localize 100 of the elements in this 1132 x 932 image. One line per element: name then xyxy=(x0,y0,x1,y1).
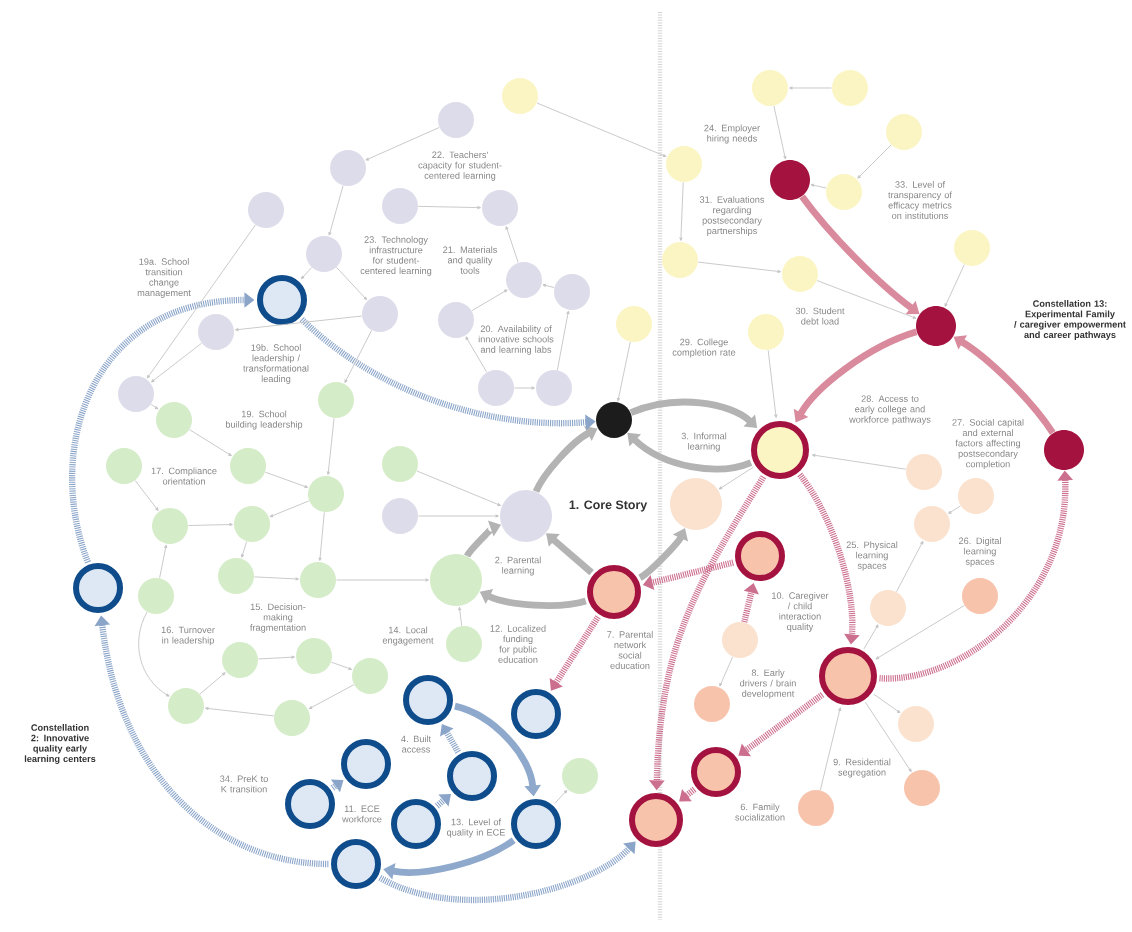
arrow xyxy=(465,336,488,373)
arrow xyxy=(146,224,256,379)
arrow xyxy=(536,102,667,157)
circle-node xyxy=(662,242,698,278)
arrow xyxy=(159,544,168,579)
arrow xyxy=(330,661,353,671)
arrow xyxy=(718,466,754,490)
circle-node xyxy=(666,146,702,182)
arrow xyxy=(134,480,159,511)
arrow xyxy=(767,349,778,418)
arrow xyxy=(873,693,901,714)
thick-arrow xyxy=(799,194,920,315)
arrow xyxy=(344,329,373,384)
ring-node xyxy=(587,565,641,619)
circle-node xyxy=(218,558,254,594)
arrow xyxy=(257,655,295,660)
thick-arrow xyxy=(546,533,594,576)
ring-node xyxy=(511,799,561,849)
circle-node xyxy=(906,454,942,490)
thick-arrow xyxy=(627,432,753,473)
hatched-arrow xyxy=(679,786,697,802)
circle-node xyxy=(500,490,552,542)
circle-node xyxy=(198,314,234,350)
circle-node xyxy=(430,554,482,606)
circle-node xyxy=(916,306,956,346)
hatched-arrow xyxy=(434,794,451,809)
ring-node xyxy=(751,421,809,479)
arrow xyxy=(300,267,313,280)
circle-node xyxy=(274,700,310,736)
circle-node xyxy=(234,506,270,542)
arrow xyxy=(944,264,965,307)
arrow xyxy=(253,576,299,581)
circle-node xyxy=(562,758,598,794)
circle-node xyxy=(156,402,192,438)
circle-node xyxy=(138,578,174,614)
arrow xyxy=(819,707,842,791)
ring-node xyxy=(73,563,123,613)
circle-node xyxy=(748,314,784,350)
circle-node xyxy=(308,476,344,512)
arrow xyxy=(816,280,917,319)
arrow xyxy=(679,181,684,241)
arrow xyxy=(471,289,508,312)
arrow xyxy=(417,205,481,210)
ring-node xyxy=(447,751,497,801)
arrow xyxy=(554,789,568,805)
hatched-arrow xyxy=(738,692,825,757)
arrow xyxy=(269,500,310,518)
arrow xyxy=(948,505,961,514)
ring-node xyxy=(285,779,335,829)
arrow xyxy=(556,310,570,371)
arrow xyxy=(264,471,309,488)
circle-node xyxy=(300,562,336,598)
arrow xyxy=(150,403,159,410)
circle-node xyxy=(914,506,950,542)
circle-node xyxy=(826,174,862,210)
ring-node xyxy=(257,275,307,325)
arrow xyxy=(811,453,907,470)
circle-node xyxy=(536,370,572,406)
ring-node xyxy=(341,739,391,789)
circle-node xyxy=(318,382,354,418)
circle-node xyxy=(954,230,990,266)
circle-node xyxy=(958,478,994,514)
ring-node xyxy=(819,647,877,705)
ring-node xyxy=(391,799,441,849)
arrow xyxy=(875,605,965,660)
circle-node xyxy=(506,262,542,298)
arrow xyxy=(308,684,355,710)
circle-node xyxy=(898,706,934,742)
arrow xyxy=(505,226,519,263)
circle-node xyxy=(886,114,922,150)
arrow xyxy=(773,105,787,160)
arrow xyxy=(542,283,555,288)
arrow xyxy=(189,429,232,457)
circle-node xyxy=(106,448,142,484)
circle-node xyxy=(670,478,722,530)
circle-node xyxy=(870,590,906,626)
arrow xyxy=(458,606,463,627)
hatched-arrow xyxy=(378,841,636,904)
circle-node xyxy=(362,296,398,332)
arrow xyxy=(864,701,912,773)
circle-node xyxy=(330,150,366,186)
circle-node xyxy=(694,686,730,722)
arrow xyxy=(697,261,782,274)
circle-node xyxy=(248,192,284,228)
arrow xyxy=(235,315,363,332)
arrow xyxy=(328,185,344,236)
ring-node xyxy=(629,793,683,847)
circle-node xyxy=(904,770,940,806)
arrow xyxy=(616,341,631,402)
circle-node xyxy=(782,256,818,292)
circle-node xyxy=(382,188,418,224)
arrow xyxy=(896,540,924,593)
arrow xyxy=(326,417,335,475)
circle-node xyxy=(478,370,514,406)
arrow xyxy=(365,127,440,161)
circle-node xyxy=(722,622,758,658)
ring-node xyxy=(403,675,453,725)
arrow xyxy=(318,511,325,561)
circle-node xyxy=(962,578,998,614)
circle-node xyxy=(118,376,154,412)
